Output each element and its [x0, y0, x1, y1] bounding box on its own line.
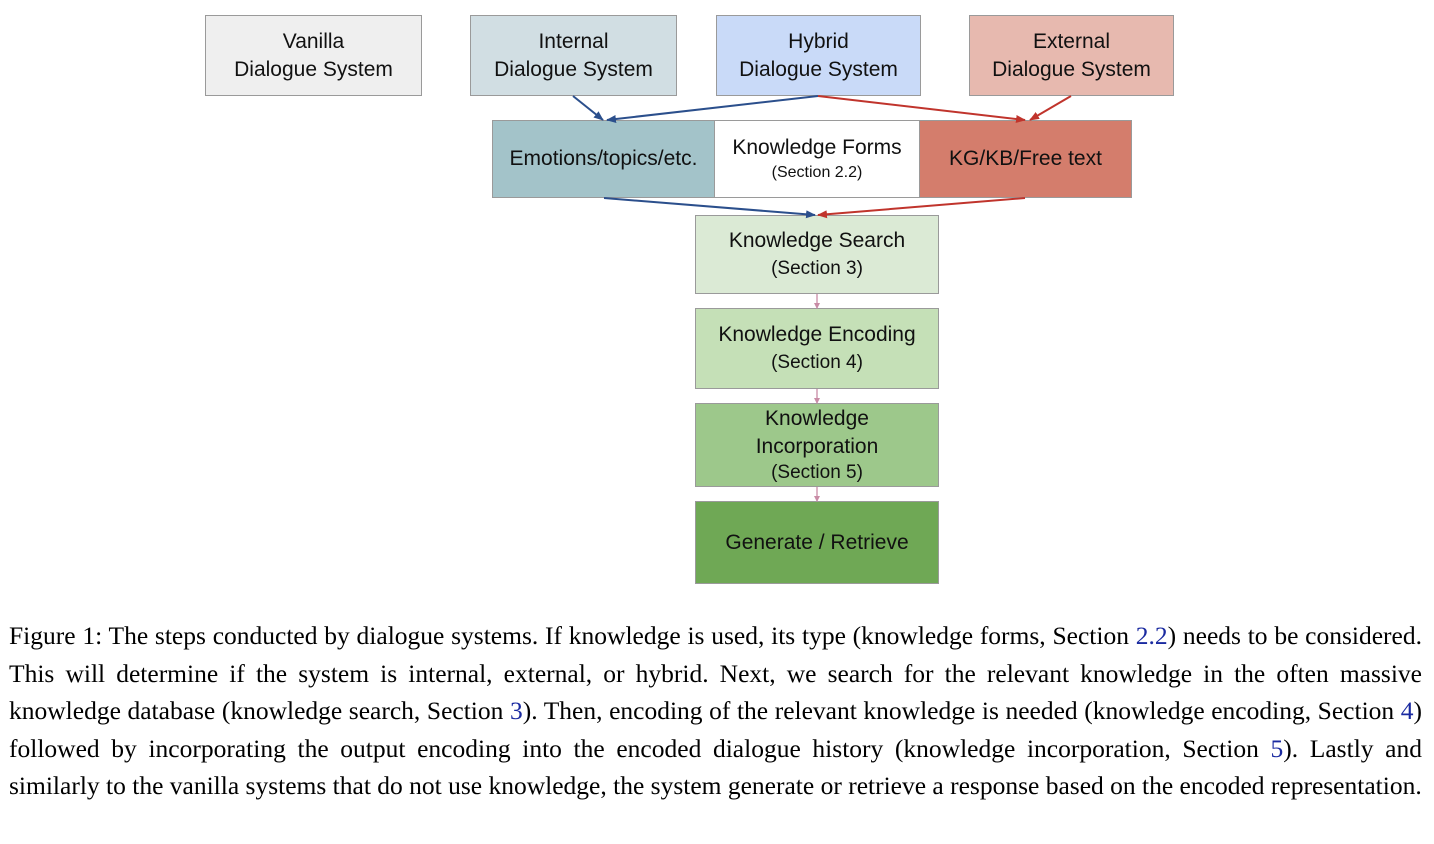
- knowledge-encoding-section: (Section 4): [771, 351, 863, 373]
- vanilla-system-line2: Dialogue System: [234, 57, 393, 81]
- internal-knowledge-box: Emotions/topics/etc.: [492, 120, 715, 198]
- knowledge-incorporation-line2: Incorporation: [755, 435, 879, 458]
- knowledge-forms-section: (Section 2.2): [771, 164, 863, 181]
- dialogue-steps-diagram: Vanilla Dialogue System Internal Dialogu…: [205, 15, 1174, 584]
- hybrid-system-line2: Dialogue System: [739, 57, 898, 81]
- knowledge-incorporation-section: (Section 5): [771, 462, 863, 483]
- internal-system-box: Internal Dialogue System: [470, 15, 677, 96]
- knowledge-encoding-box: Knowledge Encoding (Section 4): [695, 308, 939, 389]
- external-knowledge-box: KG/KB/Free text: [919, 120, 1132, 198]
- caption-ref-section-3[interactable]: 3: [509, 696, 523, 725]
- generate-retrieve-label: Generate / Retrieve: [725, 530, 909, 554]
- vanilla-system-line1: Vanilla: [282, 29, 345, 53]
- arrow-external-to-kg: [1029, 95, 1072, 121]
- caption-text-3: ). Then, encoding of the relevant knowle…: [522, 696, 1401, 725]
- knowledge-incorporation-box: Knowledge Incorporation (Section 5): [695, 403, 939, 487]
- arrow-internal-to-emotions: [572, 95, 604, 121]
- caption-ref-section-2-2[interactable]: 2.2: [1135, 621, 1168, 650]
- caption-text-4: ) followed by incorporating the output e…: [9, 696, 1422, 763]
- caption-text-1: Figure 1: The steps conducted by dialogu…: [9, 621, 1136, 650]
- internal-system-line2: Dialogue System: [494, 57, 653, 81]
- caption-ref-section-4[interactable]: 4: [1400, 696, 1414, 725]
- generate-retrieve-box: Generate / Retrieve: [695, 501, 939, 584]
- internal-system-line1: Internal: [538, 29, 609, 53]
- internal-knowledge-label: Emotions/topics/etc.: [509, 147, 698, 170]
- knowledge-search-label: Knowledge Search: [728, 228, 906, 252]
- external-system-box: External Dialogue System: [969, 15, 1174, 96]
- external-knowledge-label: KG/KB/Free text: [949, 147, 1102, 170]
- arrow-emotions-to-search: [603, 197, 816, 219]
- external-system-line2: Dialogue System: [992, 57, 1151, 81]
- arrow-hybrid-to-kg: [817, 95, 1026, 123]
- knowledge-search-section: (Section 3): [771, 257, 863, 279]
- arrow-kg-to-search: [817, 197, 1026, 219]
- knowledge-encoding-label: Knowledge Encoding: [718, 322, 916, 346]
- knowledge-forms-box: Knowledge Forms (Section 2.2): [714, 120, 920, 198]
- vanilla-system-box: Vanilla Dialogue System: [205, 15, 422, 96]
- hybrid-system-box: Hybrid Dialogue System: [716, 15, 921, 96]
- knowledge-forms-label: Knowledge Forms: [732, 136, 902, 159]
- knowledge-incorporation-line1: Knowledge: [765, 407, 869, 430]
- knowledge-search-box: Knowledge Search (Section 3): [695, 215, 939, 294]
- external-system-line1: External: [1032, 29, 1111, 53]
- arrow-hybrid-to-emotions: [606, 95, 819, 123]
- caption-text-5: ). Lastly and similarly to the vanilla s…: [9, 733, 1422, 801]
- figure-caption: Figure 1: The steps conducted by dialogu…: [9, 617, 1422, 805]
- caption-ref-section-5[interactable]: 5: [1270, 733, 1284, 763]
- caption-text-2: ) needs to be considered. This will dete…: [9, 621, 1422, 725]
- hybrid-system-line1: Hybrid: [788, 29, 849, 53]
